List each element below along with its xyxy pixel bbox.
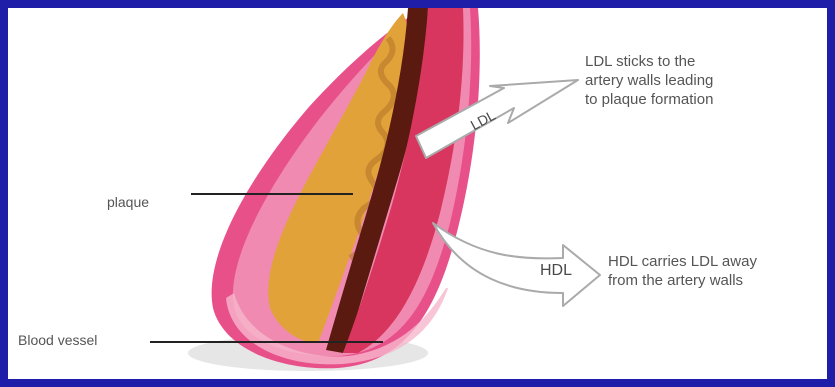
ldl-description: LDL sticks to the artery walls leading t… [585,52,713,109]
plaque-label: plaque [107,194,149,210]
hdl-arrow-label: HDL [540,262,572,280]
hdl-arrow [433,223,600,306]
blood-vessel-label: Blood vessel [18,332,97,348]
diagram-panel: LDL HDL LDL sticks to the artery walls l… [8,8,827,379]
hdl-description: HDL carries LDL away from the artery wal… [608,252,757,290]
